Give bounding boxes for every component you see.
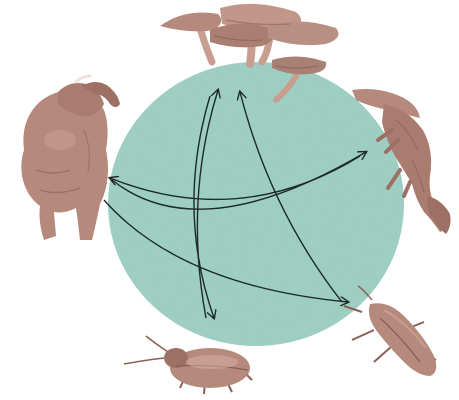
habitat-disc: [108, 62, 404, 346]
elephant-icon: [21, 76, 120, 240]
beetle-icon: [124, 336, 252, 394]
